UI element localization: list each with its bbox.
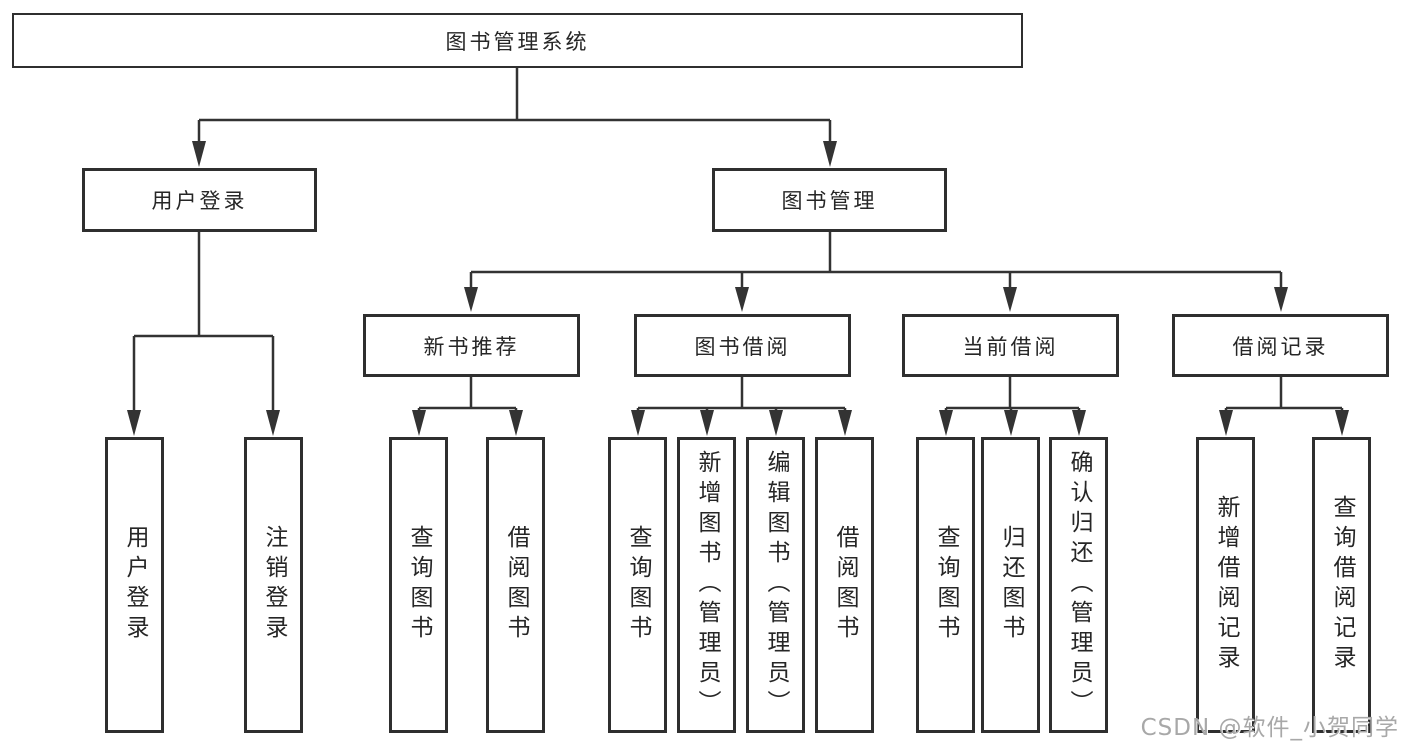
leaf-edit-books-admin: 编辑图书（管理员）	[746, 437, 805, 733]
leaf-query-books: 查询图书	[916, 437, 975, 733]
node-label: 图书管理系统	[445, 29, 590, 54]
leaf-label: 编辑图书（管理员）	[763, 450, 789, 720]
leaf-query-books: 查询图书	[389, 437, 448, 733]
leaf-label: 注销登录	[261, 525, 287, 645]
node-borrowing-records: 借阅记录	[1172, 314, 1389, 377]
node-book-management: 图书管理	[712, 168, 947, 232]
watermark: CSDN @软件_小贺同学	[1140, 715, 1399, 741]
leaf-label: 归还图书	[998, 525, 1024, 645]
leaf-label: 新增图书（管理员）	[694, 450, 720, 720]
leaf-user-login: 用户登录	[105, 437, 164, 733]
node-current-borrowing: 当前借阅	[902, 314, 1119, 377]
node-user-login: 用户登录	[82, 168, 317, 232]
leaf-return-books: 归还图书	[981, 437, 1040, 733]
node-library-management-system: 图书管理系统	[12, 13, 1023, 68]
leaf-label: 查询图书	[406, 525, 432, 645]
leaf-borrow-books: 借阅图书	[486, 437, 545, 733]
node-label: 图书借阅	[694, 334, 791, 359]
leaf-add-borrow-record: 新增借阅记录	[1196, 437, 1255, 733]
node-label: 借阅记录	[1232, 334, 1329, 359]
leaf-label: 查询借阅记录	[1329, 495, 1355, 675]
leaf-add-books-admin: 新增图书（管理员）	[677, 437, 736, 733]
node-book-borrowing: 图书借阅	[634, 314, 851, 377]
node-label: 图书管理	[781, 189, 878, 213]
node-label: 新书推荐	[423, 334, 520, 359]
leaf-label: 借阅图书	[832, 525, 858, 645]
leaf-label: 确认归还（管理员）	[1066, 450, 1092, 720]
leaf-label: 新增借阅记录	[1213, 495, 1239, 675]
leaf-query-books: 查询图书	[608, 437, 667, 733]
leaf-label: 用户登录	[122, 525, 148, 645]
leaf-borrow-books: 借阅图书	[815, 437, 874, 733]
leaf-label: 查询图书	[625, 525, 651, 645]
node-label: 用户登录	[151, 189, 248, 213]
node-new-book-recommend: 新书推荐	[363, 314, 580, 377]
leaf-label: 查询图书	[933, 525, 959, 645]
node-label: 当前借阅	[962, 334, 1059, 359]
leaf-confirm-return-admin: 确认归还（管理员）	[1049, 437, 1108, 733]
leaf-query-borrow-record: 查询借阅记录	[1312, 437, 1371, 733]
leaf-logout: 注销登录	[244, 437, 303, 733]
leaf-label: 借阅图书	[503, 525, 529, 645]
